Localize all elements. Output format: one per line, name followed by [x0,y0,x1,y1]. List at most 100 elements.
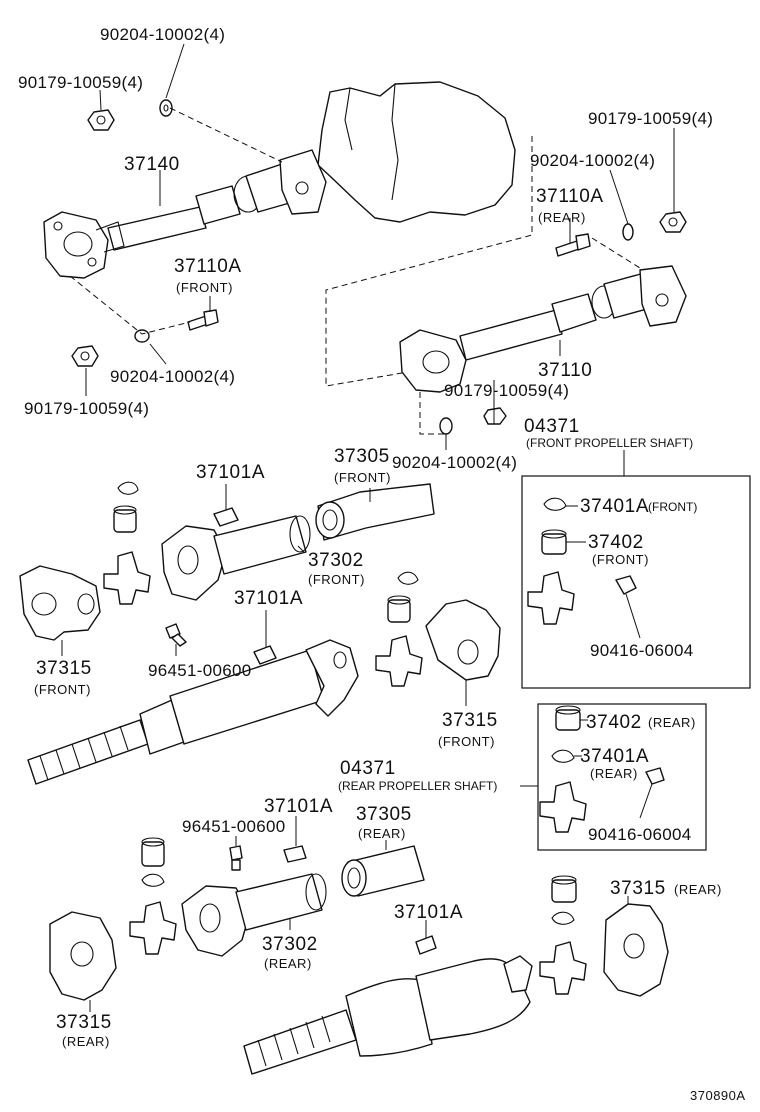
grease-fitting-96451-front[interactable] [165,623,187,647]
grease-fitting-90416-rear[interactable] [645,767,665,785]
label-37110a-rear: 37110A [536,186,604,207]
flange-yoke-37315-front-right[interactable] [425,599,501,681]
snap-ring-rear-left[interactable] [141,873,165,887]
label-37101a-4: 37101A [394,902,463,923]
label-04371-rear: 04371 [340,758,396,779]
seal-37101a-front-2[interactable] [253,645,277,665]
leader-90416-front [625,593,641,639]
label-37101a-3: 37101A [264,796,333,817]
flange-yoke-37315-rear-right[interactable] [603,903,669,997]
nut-90179-top-left[interactable] [87,109,115,131]
label-front-6: (FRONT) [438,734,495,749]
label-37140: 37140 [124,154,180,175]
label-37110: 37110 [538,360,592,381]
bolt-37110a-rear[interactable] [555,233,591,257]
grease-fitting-90416-front[interactable] [615,575,637,595]
bearing-cup-rear-right[interactable] [551,875,577,903]
front-drive-shaft-assembly[interactable] [43,149,327,279]
label-37110a-front: 37110A [174,256,242,277]
grease-fitting-96451-rear[interactable] [229,845,243,871]
nut-90179-lower[interactable] [483,407,507,425]
label-rear-5: (REAR) [62,1034,110,1049]
washer-90204-lower[interactable] [439,417,453,435]
label-37401a-rear: 37401A [580,746,649,767]
bearing-cup-front-left[interactable] [113,505,137,533]
label-front-2: (FRONT) [334,470,391,485]
snap-ring-front-center[interactable] [397,571,419,585]
label-96451-a: 96451-00600 [148,661,252,680]
dashed-guide-2 [69,275,191,335]
label-rear-4: (REAR) [264,956,312,971]
label-front-3: (FRONT) [592,552,649,567]
snap-ring-rear-right[interactable] [551,911,575,925]
spider-kit-front[interactable] [527,571,575,625]
label-37315-rear-b: 37315 [56,1012,112,1033]
flange-yoke-37315-front-left[interactable] [19,565,101,641]
label-rear-small-a: (REAR) [648,715,696,730]
spider-rear-left[interactable] [129,901,177,955]
leader-90204-b [609,169,629,225]
seal-37101a-rear-1[interactable] [283,845,307,863]
snap-ring-37401a-rear[interactable] [551,749,575,763]
label-front-propeller-shaft: (FRONT PROPELLER SHAFT) [526,436,693,450]
label-front-1: (FRONT) [176,280,233,295]
label-90179-a: 90179-10059(4) [18,73,143,92]
label-rear-3: (REAR) [358,826,406,841]
rear-shaft-tube[interactable] [243,955,533,1075]
leader-90179-a [99,89,102,111]
snap-ring-front-left[interactable] [117,481,139,495]
flange-yoke-37315-rear-left[interactable] [49,911,117,1001]
leader-90204-c [149,343,167,365]
label-rear-small-b: (REAR) [674,882,722,897]
spider-front-left[interactable] [103,551,151,605]
front-kit-box [521,475,751,689]
spider-rear-right[interactable] [539,941,587,995]
dashed-guide-1 [169,107,283,163]
transmission-case [317,81,516,223]
washer-90204-left[interactable] [134,329,150,343]
bearing-cup-front-center[interactable] [387,595,411,623]
washer-90204-right[interactable] [622,223,634,241]
label-37315-front-b: 37315 [442,710,498,731]
leader-90204-a [165,43,185,99]
rear-drive-shaft-assembly[interactable] [399,265,687,393]
bearing-cup-rear-left[interactable] [141,837,165,867]
label-90179-b: 90179-10059(4) [588,109,713,128]
label-96451-b: 96451-00600 [182,817,286,836]
spider-front-center[interactable] [375,635,423,687]
slip-yoke-37302-rear[interactable] [181,873,327,957]
label-90204-c: 90204-10002(4) [110,367,235,386]
label-front-4: (FRONT) [308,572,365,587]
dashed-guide-3 [325,136,533,387]
label-37401a-front: 37401A [580,496,649,517]
nut-90179-left[interactable] [71,345,99,367]
seal-37101a-front-1[interactable] [213,507,239,527]
label-37305-rear: 37305 [356,804,412,825]
snap-ring-37401a-front[interactable] [543,497,567,511]
label-37315-rear-a: 37315 [610,878,666,899]
label-front-small: (FRONT) [648,500,697,514]
dust-boot-37305-front[interactable] [315,483,435,541]
dust-boot-37305-rear[interactable] [341,845,425,897]
slip-yoke-37302-front[interactable] [161,515,311,601]
label-90179-c: 90179-10059(4) [24,399,149,418]
washer-90204-top[interactable] [159,99,173,117]
leader-90416-rear [639,783,653,819]
seal-37101a-rear-2[interactable] [415,935,437,955]
bearing-cup-37402-front[interactable] [541,529,567,555]
figure-id: 370890A [690,1088,746,1103]
label-90204-d: 90204-10002(4) [392,453,517,472]
label-37302-rear: 37302 [262,934,318,955]
spider-kit-rear[interactable] [539,781,587,833]
label-37302-front: 37302 [308,550,364,571]
dashed-guide-5 [591,237,641,269]
bolt-37110a-front[interactable] [187,309,219,331]
leader-37302-front [297,545,305,553]
label-rear-2: (REAR) [590,766,638,781]
label-90204-b: 90204-10002(4) [530,151,655,170]
bearing-cup-37402-rear[interactable] [555,705,581,731]
label-37402-front: 37402 [588,532,644,553]
front-shaft-tube[interactable] [27,639,359,785]
nut-90179-right[interactable] [659,211,687,233]
